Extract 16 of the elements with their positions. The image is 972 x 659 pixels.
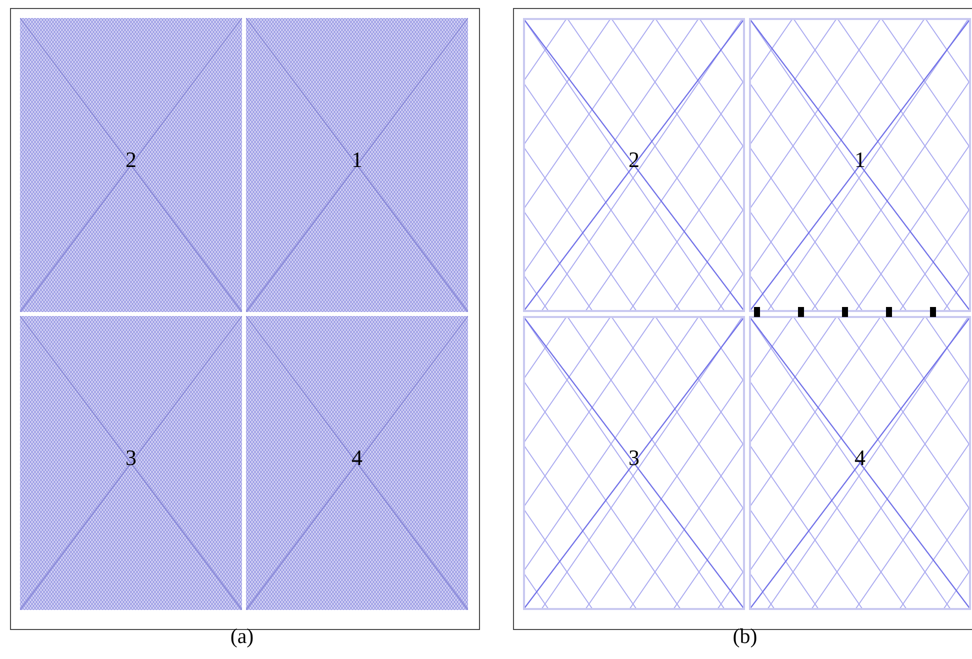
panel-caption: (a)	[230, 624, 254, 649]
mesh-region	[749, 316, 971, 610]
region-number: 3	[126, 445, 136, 471]
region-number: 1	[352, 147, 362, 173]
mesh-region	[20, 18, 242, 312]
mesh-region	[246, 316, 468, 610]
mesh-region	[749, 18, 971, 312]
panel-caption: (b)	[732, 624, 758, 649]
mesh-region	[523, 316, 745, 610]
mesh-region	[523, 18, 745, 312]
mesh-panel	[513, 8, 972, 630]
mesh-region	[246, 18, 468, 312]
mesh-panel	[10, 8, 480, 630]
region-number: 2	[126, 147, 136, 173]
region-number: 4	[352, 445, 362, 471]
mesh-region	[20, 316, 242, 610]
